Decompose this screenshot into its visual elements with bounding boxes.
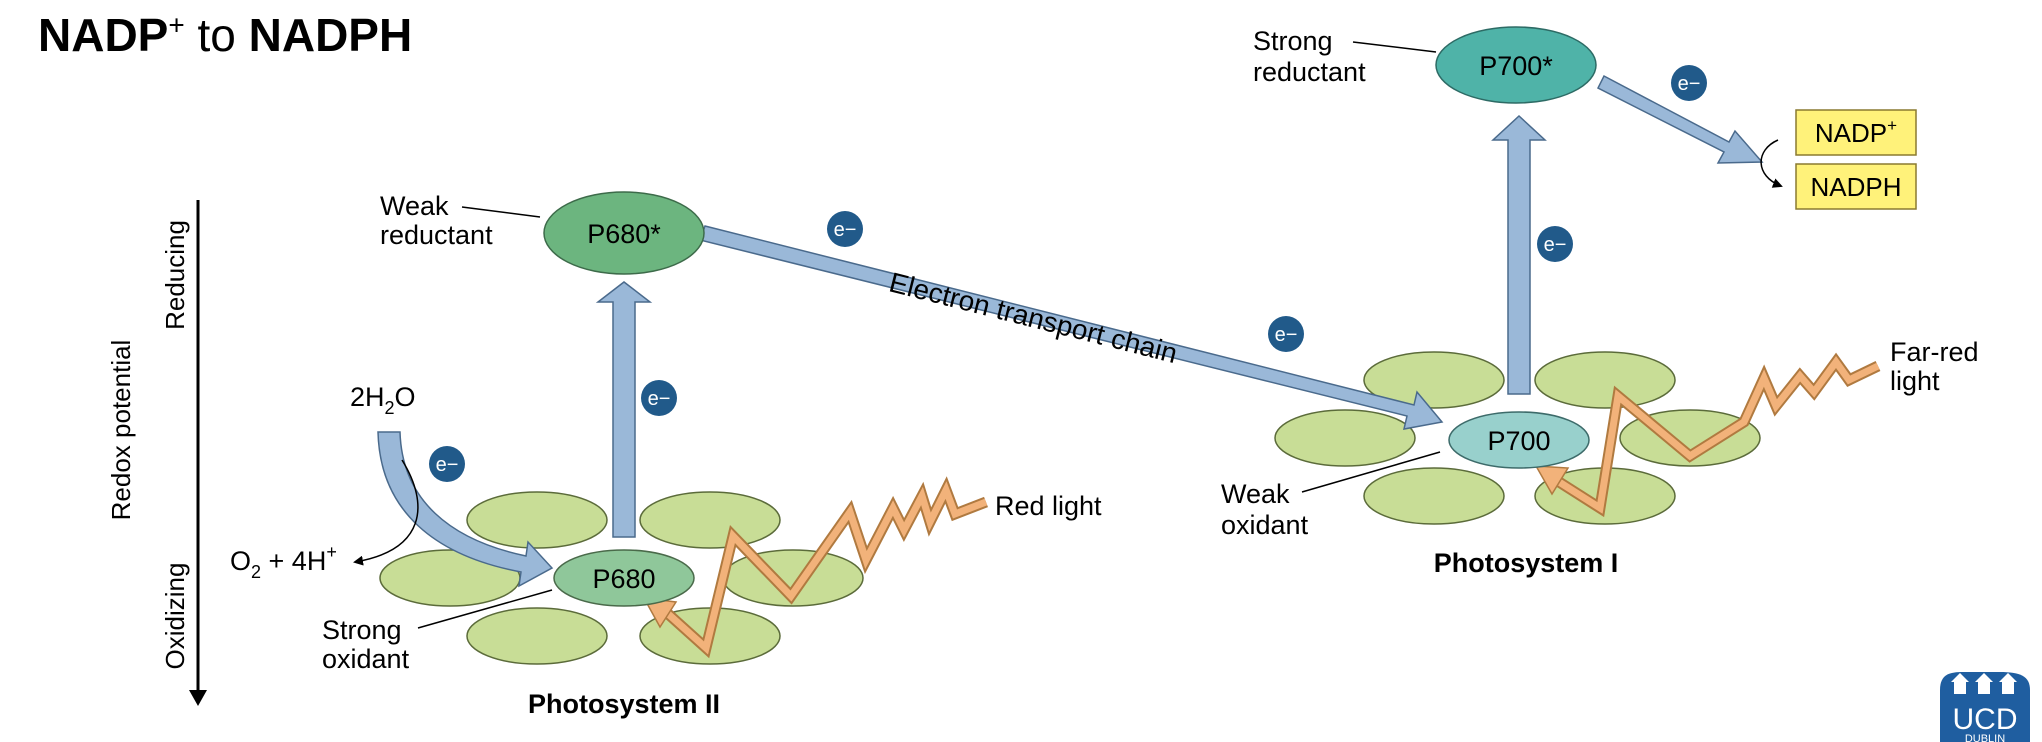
- weak-reductant-line1: Weak: [380, 191, 449, 221]
- logo-text: UCD: [1953, 703, 2018, 736]
- strong-oxidant-line1: Strong: [322, 615, 402, 645]
- logo-subtext: DUBLIN: [1965, 733, 2005, 742]
- psii-excitation-arrow: [595, 281, 653, 538]
- far-red-light-line2: light: [1890, 366, 1940, 396]
- p700-star-label: P700*: [1479, 51, 1553, 81]
- axis-label-oxidizing: Oxidizing: [160, 563, 190, 670]
- antenna-disk: [1534, 351, 1676, 409]
- psi-excitation-arrow: [1491, 114, 1547, 395]
- nadp-boxes: NADP+ NADPH: [1760, 109, 1917, 210]
- far-red-light-line1: Far-red: [1890, 337, 1979, 367]
- antenna-disk: [466, 491, 608, 549]
- photosystem-i-labels: Strong reductant Weak oxidant Far-red li…: [1221, 26, 1979, 578]
- redox-axis: Redox potential Reducing Oxidizing: [106, 200, 207, 706]
- axis-label-redox: Redox potential: [106, 340, 136, 521]
- antenna-disk: [1363, 351, 1505, 409]
- antenna-disk: [639, 491, 781, 549]
- svg-text:e−: e−: [1678, 73, 1701, 95]
- svg-text:e−: e−: [834, 219, 857, 241]
- electron-transport-chain-arrow: Electron transport chain: [699, 225, 1444, 430]
- svg-text:e−: e−: [648, 388, 671, 410]
- p680-star-excited: P680*: [543, 191, 705, 275]
- nadph-box: [1795, 163, 1917, 210]
- weak-oxidant-line2: oxidant: [1221, 510, 1309, 540]
- photosystem-ii-title: Photosystem II: [528, 689, 720, 719]
- photosystem-ii-labels: Weak reductant 2H2O O2 + 4H+ Strong oxid…: [230, 191, 1102, 719]
- title-nadp-plus: +: [168, 9, 185, 41]
- electron-badge: e−: [1268, 316, 1304, 352]
- strong-reductant-line2: reductant: [1253, 57, 1366, 87]
- strong-reductant-line1: Strong: [1253, 26, 1333, 56]
- photosystem-ii-antenna: [379, 491, 864, 665]
- strong-oxidant-line2: oxidant: [322, 644, 410, 674]
- svg-text:e−: e−: [1275, 324, 1298, 346]
- title-nadph: NADPH: [248, 9, 413, 61]
- p680-label: P680: [592, 564, 655, 594]
- electron-badge: e−: [1537, 226, 1573, 262]
- electron-badge: e−: [641, 380, 677, 416]
- water-electron-arrow: [353, 431, 554, 588]
- antenna-disk: [466, 607, 608, 665]
- weak-reductant-line2: reductant: [380, 220, 493, 250]
- p700-reaction-center: P700: [1448, 411, 1590, 469]
- electron-badge: e−: [429, 446, 465, 482]
- red-light-label: Red light: [995, 491, 1102, 521]
- electron-badge: e−: [827, 211, 863, 247]
- nadp-reduction-arrow: [1596, 74, 1764, 164]
- svg-text:e−: e−: [1544, 234, 1567, 256]
- antenna-disk: [1274, 409, 1416, 467]
- nadp-box: [1795, 109, 1917, 156]
- water-label: 2H2O: [350, 382, 416, 418]
- title-nadp: NADP: [38, 9, 169, 61]
- p680-reaction-center: P680: [553, 549, 695, 607]
- p700-star-excited: P700*: [1435, 26, 1597, 104]
- electron-badges: e− e− e− e− e− e−: [429, 65, 1707, 482]
- nadph-box-label: NADPH: [1810, 172, 1901, 202]
- photosystem-i-title: Photosystem I: [1434, 548, 1619, 578]
- axis-label-reducing: Reducing: [160, 220, 190, 330]
- electron-transport-chain-label: Electron transport chain: [886, 266, 1180, 369]
- p700-label: P700: [1487, 426, 1550, 456]
- oxygen-label: O2 + 4H+: [230, 542, 337, 582]
- antenna-disk: [1363, 467, 1505, 525]
- nadp-box-label: NADP+: [1815, 116, 1897, 148]
- ucd-logo: UCD DUBLIN: [1940, 672, 2030, 742]
- far-red-light-ray: [1534, 352, 1881, 518]
- title-to: to: [184, 9, 249, 61]
- weak-oxidant-line1: Weak: [1221, 479, 1290, 509]
- page-title: NADP+ to NADPH: [38, 8, 412, 62]
- electron-badge: e−: [1671, 65, 1707, 101]
- svg-text:e−: e−: [436, 454, 459, 476]
- p680-star-label: P680*: [587, 219, 661, 249]
